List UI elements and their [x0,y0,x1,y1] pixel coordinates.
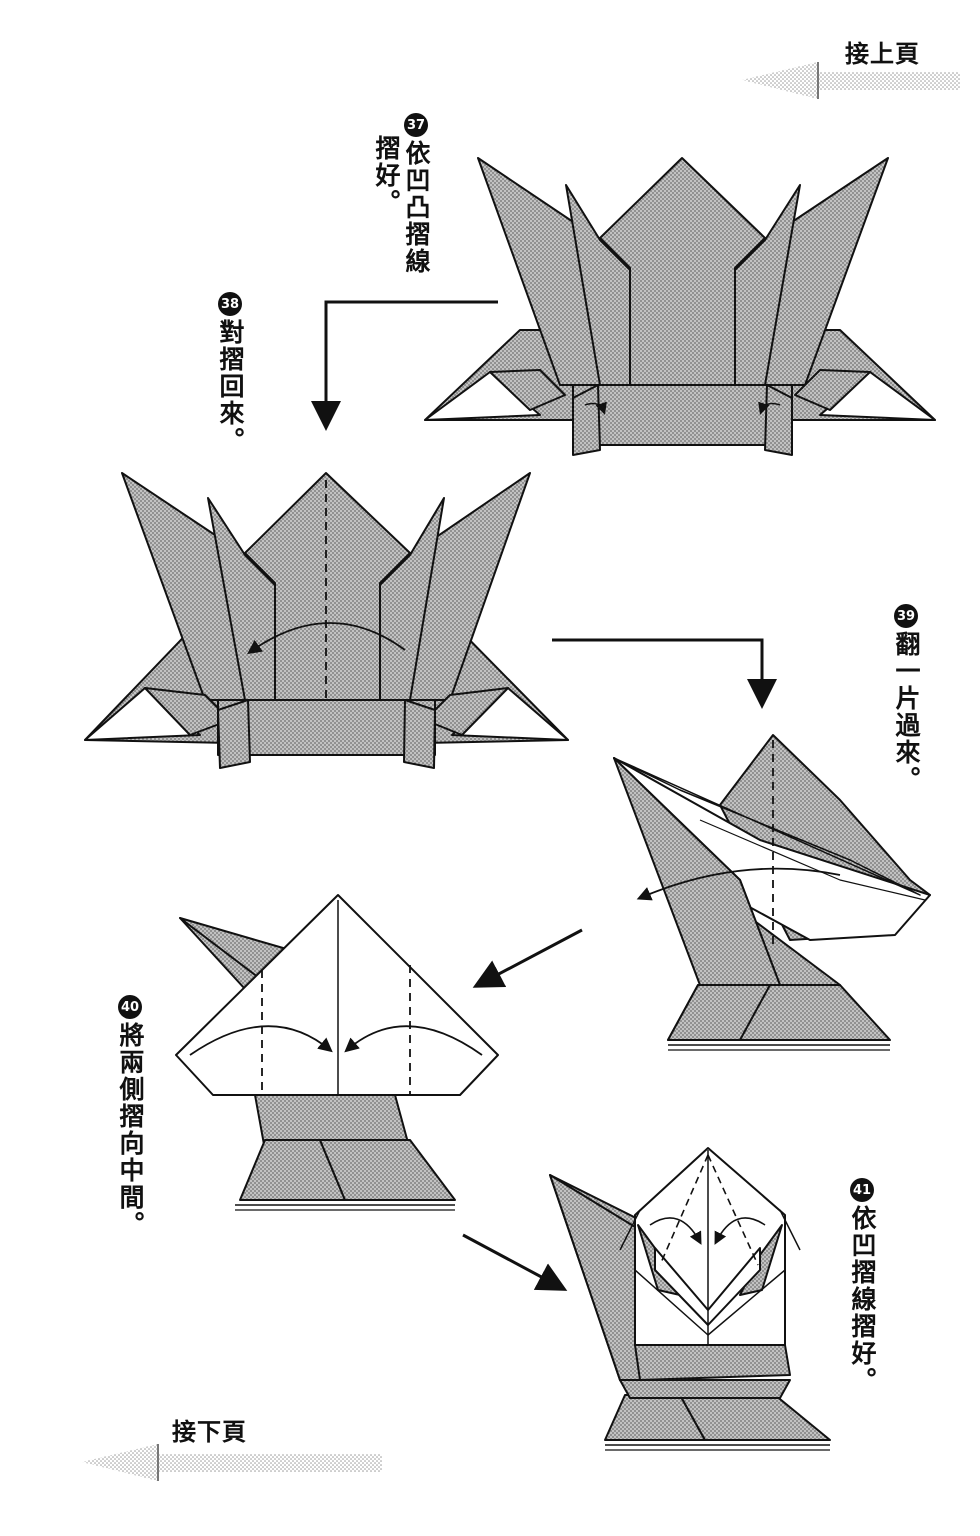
step-37-instruction: 37 依凹凸摺線 摺好。 [372,113,431,275]
next-page-label[interactable]: 接下頁 [172,1418,247,1446]
step-38-line-1: 對摺回來。 [216,319,245,454]
prev-page-arrow[interactable] [742,62,960,99]
step-39-instruction: 39 翻一片過來。 [892,604,921,793]
next-page-arrow[interactable] [82,1444,382,1481]
step-37-figure [424,157,936,456]
step-39-figure [613,734,931,1051]
step-41-line-1: 依凹摺線摺好。 [848,1205,877,1394]
step-39-number: 39 [894,604,918,628]
step-40-instruction: 40 將兩側摺向中間。 [116,995,145,1238]
step-37-line-1: 依凹凸摺線 [402,140,431,275]
step-40-number: 40 [118,995,142,1019]
step-41-figure [549,1147,831,1451]
arrow-38-to-39 [552,638,777,709]
step-37-number: 37 [404,113,428,137]
step-40-line-1: 將兩側摺向中間。 [116,1022,145,1238]
step-40-figure [175,894,499,1211]
step-41-instruction: 41 依凹摺線摺好。 [848,1178,877,1394]
step-37-line-2: 摺好。 [372,135,401,216]
step-39-line-1: 翻一片過來。 [892,631,921,793]
step-38-instruction: 38 對摺回來。 [216,292,245,454]
step-41-number: 41 [850,1178,874,1202]
arrow-39-to-40 [472,928,583,988]
arrow-37-to-38 [311,300,498,431]
prev-page-label[interactable]: 接上頁 [845,40,920,68]
step-38-number: 38 [218,292,242,316]
step-38-figure [84,472,569,769]
arrow-40-to-41 [462,1233,568,1291]
